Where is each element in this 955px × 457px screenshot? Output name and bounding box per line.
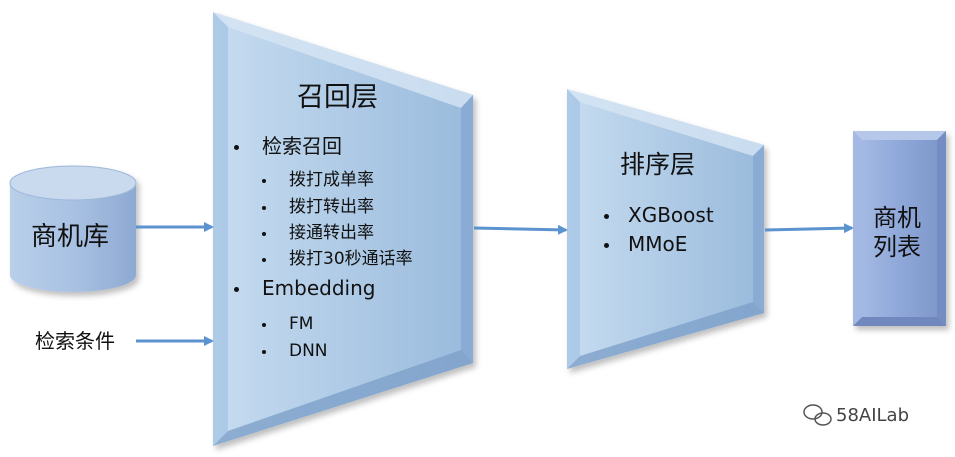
database-cylinder <box>9 165 137 292</box>
rank-layer-shape <box>567 89 764 369</box>
output-label-line2: 列表 <box>873 233 921 261</box>
database-label: 商机库 <box>31 222 110 252</box>
bullet <box>262 350 266 354</box>
recall-group-label: Embedding <box>262 276 376 300</box>
recall-item: FM <box>289 314 314 334</box>
recall-title: 召回层 <box>297 82 378 113</box>
rank-item: MMoE <box>628 232 688 256</box>
recall-layer-shape <box>213 12 473 446</box>
bullet <box>262 232 266 236</box>
bullet <box>262 179 266 183</box>
recall-item: 拨打转出率 <box>289 197 374 217</box>
watermark-text: 58AILab <box>836 405 910 426</box>
rank-title: 排序层 <box>620 150 696 179</box>
rank-item: XGBoost <box>628 203 714 227</box>
bullet <box>262 206 266 210</box>
recall-item: 接通转出率 <box>289 223 374 243</box>
bullet <box>234 287 239 292</box>
bullet <box>262 323 266 327</box>
bullet <box>604 214 609 219</box>
recall-item: 拨打成单率 <box>289 170 374 190</box>
wechat-icon <box>803 404 832 426</box>
bullet <box>262 258 266 262</box>
arrow-recall-to-rank <box>473 224 568 235</box>
bullet <box>604 243 609 248</box>
arrow-rank-to-output <box>764 223 854 234</box>
query-label: 检索条件 <box>35 329 115 353</box>
recall-item: DNN <box>289 341 328 361</box>
output-label-line1: 商机 <box>873 204 921 232</box>
recall-item: 拨打30秒通话率 <box>289 249 413 269</box>
recall-group-label: 检索召回 <box>262 134 342 158</box>
output-box-shape <box>853 131 946 326</box>
bullet <box>234 145 239 150</box>
